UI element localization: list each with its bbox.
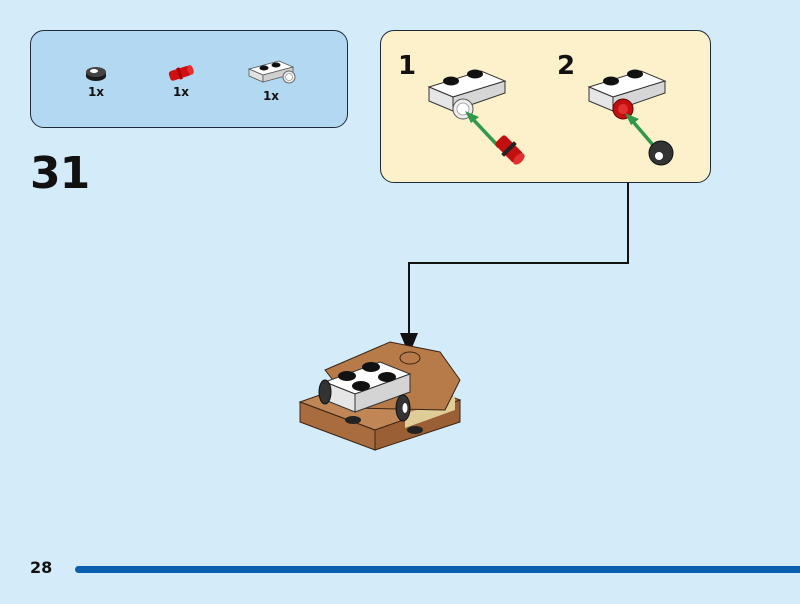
sub-step-number: 1 bbox=[398, 51, 417, 81]
part-qty: 1x bbox=[172, 85, 190, 99]
step-number: 31 bbox=[30, 148, 90, 199]
page-progress-bar bbox=[75, 566, 800, 573]
parts-list-box: 1x 1x 1x bbox=[30, 30, 348, 128]
main-model-illustration bbox=[298, 341, 462, 451]
down-arrow-icon bbox=[400, 333, 418, 355]
sub-step-1-illustration bbox=[427, 69, 525, 165]
part-qty: 1x bbox=[87, 85, 105, 99]
part-bracket: 1x bbox=[241, 57, 301, 103]
page-number: 28 bbox=[30, 558, 53, 577]
pin-icon bbox=[168, 65, 194, 81]
sub-step-2-illustration bbox=[587, 69, 674, 166]
sub-assembly-box: 1 2 bbox=[380, 30, 711, 183]
round-tile-icon bbox=[86, 67, 106, 81]
part-qty: 1x bbox=[262, 89, 280, 103]
sub-step-number: 2 bbox=[557, 51, 576, 81]
part-pin: 1x bbox=[161, 63, 201, 99]
part-round-tile: 1x bbox=[81, 65, 111, 99]
bracket-plate-icon bbox=[247, 60, 296, 84]
